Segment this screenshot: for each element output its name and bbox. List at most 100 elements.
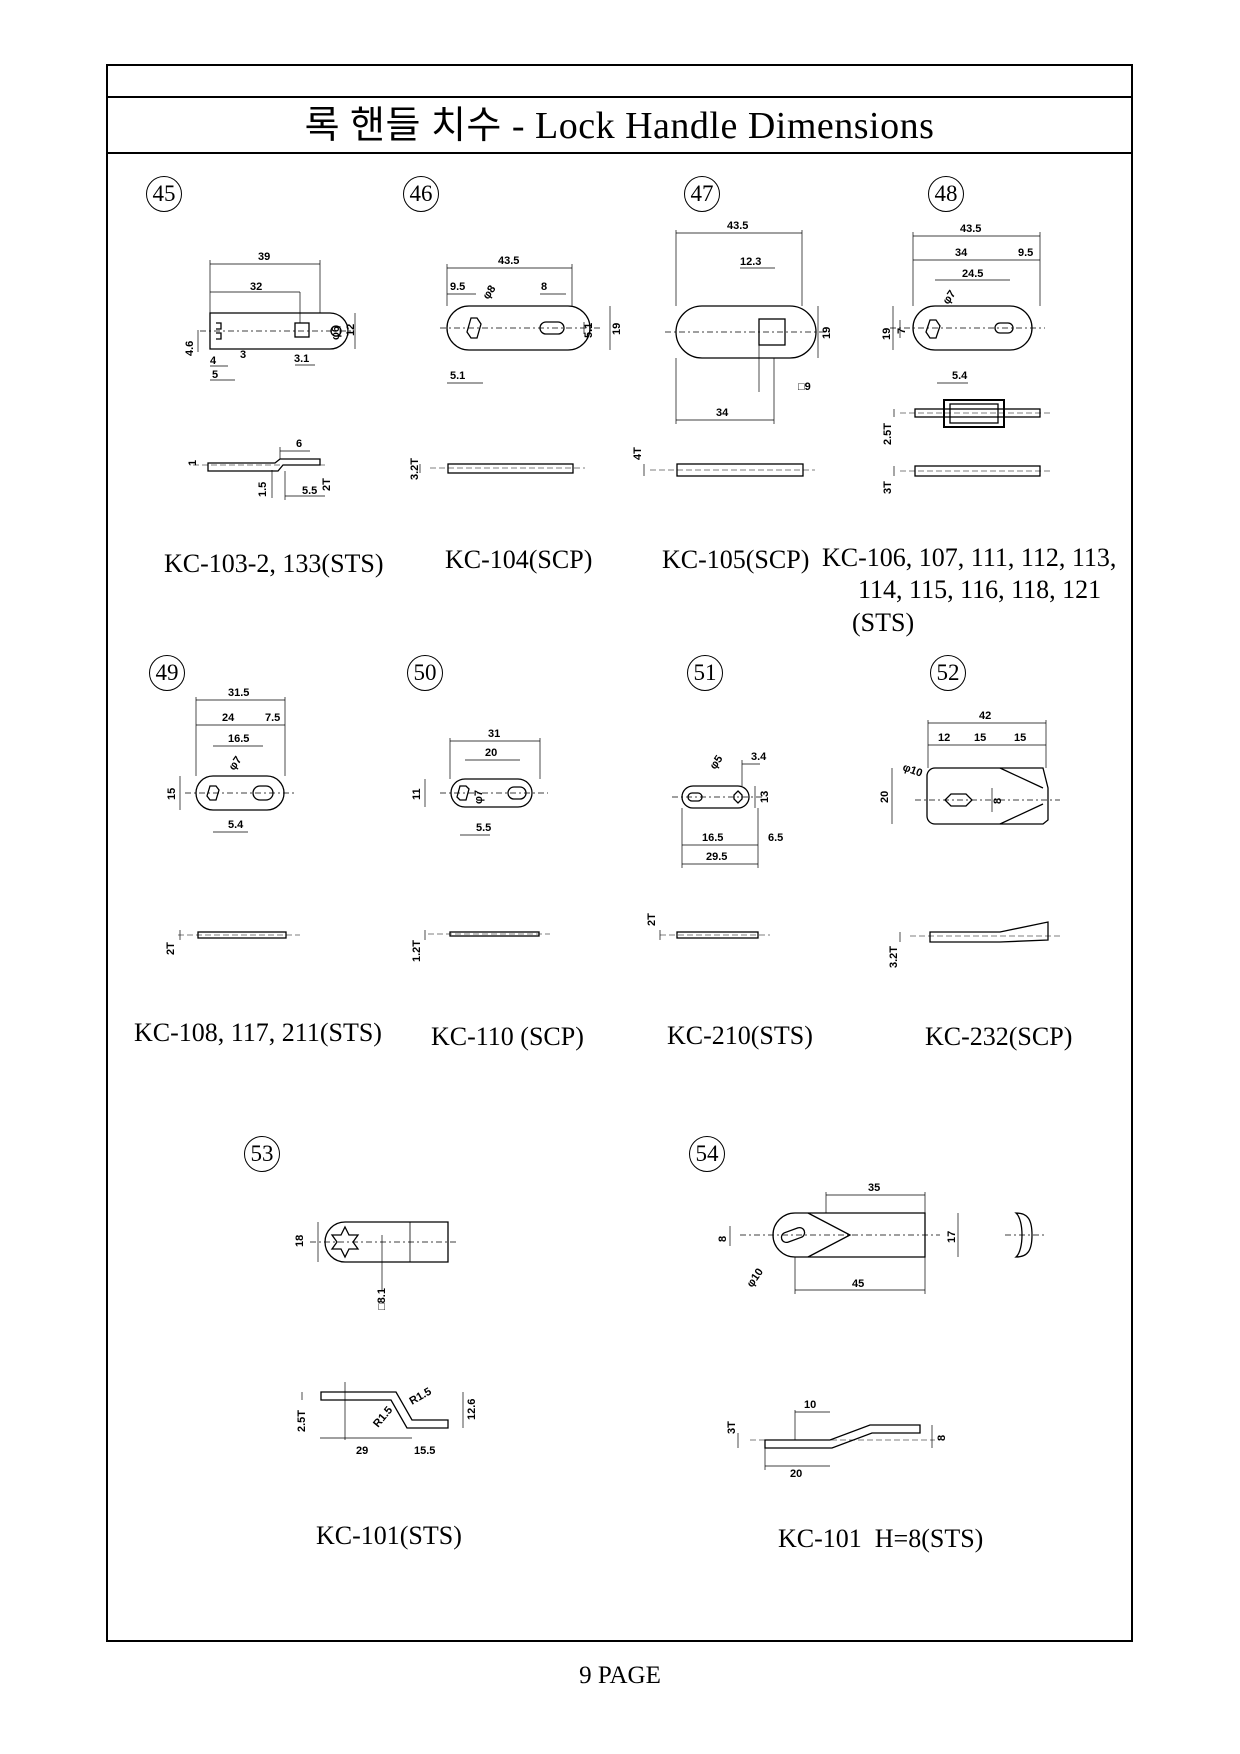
- dim-label: R1.5: [371, 1404, 395, 1430]
- caption-46: KC-104(SCP): [445, 545, 593, 574]
- drawing-47-top: [665, 230, 830, 424]
- dim-label: 8: [992, 798, 1004, 804]
- dim-label: 31: [488, 728, 500, 740]
- dim-label: 2T: [646, 913, 658, 926]
- dim-label: φ10: [901, 762, 924, 780]
- dim-label: 32: [250, 281, 262, 293]
- item-number-45: 45: [146, 176, 182, 212]
- dim-label: 3.4: [751, 751, 767, 763]
- dim-label: 8: [541, 281, 547, 293]
- dim-label: 20: [879, 791, 891, 803]
- page-title: 록 핸들 치수 - Lock Handle Dimensions: [304, 105, 935, 147]
- dim-label: 3.2T: [888, 946, 900, 968]
- dim-label: 11: [411, 788, 423, 800]
- dim-label: 29: [356, 1445, 368, 1457]
- drawing-49-top: [179, 697, 295, 833]
- dimension-labels-50: 31 20 11 φ7 5.5 1.2T: [411, 728, 500, 962]
- dim-label: 10: [804, 1399, 816, 1411]
- dim-label: 24: [222, 712, 235, 724]
- dim-label: φ7: [473, 790, 485, 804]
- drawing-54-end-view: [1005, 1212, 1045, 1258]
- dim-label: 19: [881, 328, 893, 340]
- drawing-48-side-b: [893, 409, 1050, 477]
- dim-label: 6.5: [768, 832, 783, 844]
- caption-50: KC-110 (SCP): [431, 1022, 584, 1051]
- dim-label: 15: [166, 788, 178, 800]
- dim-label: 19: [821, 327, 833, 339]
- dim-label: 3.2T: [409, 458, 421, 480]
- drawing-45-side: [193, 447, 328, 500]
- dim-label: 43.5: [727, 220, 748, 232]
- caption-47: KC-105(SCP): [662, 545, 810, 574]
- dim-label: 7.5: [265, 712, 280, 724]
- drawing-48-top: [890, 232, 1045, 384]
- drawing-52-top: [891, 720, 1060, 825]
- dim-label: 34: [955, 247, 968, 259]
- dim-label: 2T: [321, 478, 333, 491]
- page-footer: 9 PAGE: [579, 1662, 661, 1689]
- dim-label: 8: [717, 1236, 729, 1242]
- dim-label: 12.6: [466, 1399, 478, 1420]
- dimension-labels-54: 35 8 17 φ10 45 3T 10 8 20: [717, 1182, 958, 1480]
- dim-label: 34: [716, 407, 729, 419]
- dim-label: 5.4: [228, 819, 244, 831]
- dim-label: 15.5: [414, 1445, 435, 1457]
- dimension-labels-46: 43.5 9.5 8 φ8 5.1 19 5.1 3.2T: [409, 255, 623, 480]
- dim-label: 5.1: [450, 370, 465, 382]
- dim-label: 5.4: [952, 370, 968, 382]
- caption-51: KC-210(STS): [667, 1021, 813, 1050]
- drawing-52-side: [899, 921, 1060, 943]
- dim-label: 2.5T: [296, 1410, 308, 1432]
- caption-49: KC-108, 117, 211(STS): [134, 1018, 382, 1047]
- caption-45: KC-103-2, 133(STS): [164, 549, 384, 578]
- dim-label: φ5: [708, 753, 726, 771]
- dim-label: 35: [868, 1182, 880, 1194]
- dim-label: 12: [345, 324, 357, 336]
- caption-48-line3: (STS): [852, 608, 915, 637]
- dim-label: 8: [936, 1435, 948, 1441]
- dim-label: 16.5: [702, 832, 723, 844]
- header-rule-bottom: [106, 152, 1133, 154]
- dim-label: 2T: [165, 942, 177, 955]
- dim-label: 3: [240, 349, 246, 361]
- item-number-51: 51: [687, 655, 723, 691]
- drawing-47-side: [643, 463, 815, 477]
- dimension-labels-51: φ5 3.4 13 16.5 6.5 29.5 2T: [646, 751, 783, 926]
- drawing-46-side: [419, 463, 585, 474]
- dim-label: 1.5: [257, 482, 269, 497]
- dimension-labels-49: 31.5 24 7.5 16.5 φ7 15 5.4 2T: [165, 687, 280, 955]
- drawing-50-side: [424, 930, 550, 940]
- header-rule-top: [106, 96, 1133, 98]
- dim-label: 3T: [726, 1421, 738, 1434]
- dimension-labels-45: 39 32 12 φ6 4.6 4 3 3.1 5 6 1 1.5 2T 5.5: [184, 251, 357, 497]
- drawing-49-side: [178, 930, 300, 940]
- drawing-50-top: [424, 738, 548, 836]
- drawing-48-side-a: [900, 399, 1050, 428]
- drawing-54-side: [737, 1410, 935, 1470]
- dim-label: 2.5T: [882, 423, 894, 445]
- dim-label: 17: [946, 1231, 958, 1243]
- dim-label: 39: [258, 251, 270, 263]
- dimension-labels-48: 43.5 34 9.5 24.5 φ7 19 7 5.4 2.5T 3T: [881, 223, 1033, 494]
- drawing-51-side: [659, 930, 770, 940]
- item-number-54: 54: [689, 1136, 725, 1172]
- dim-label: 3.1: [294, 353, 309, 365]
- dim-label: 43.5: [498, 255, 519, 267]
- dim-label: 12: [938, 732, 950, 744]
- dim-label: φ6: [330, 326, 342, 340]
- dim-label: 5: [212, 369, 218, 381]
- dimension-labels-52: 42 12 15 15 φ10 20 8 3.2T: [879, 710, 1026, 968]
- dim-label: 1: [187, 460, 199, 466]
- caption-52: KC-232(SCP): [925, 1022, 1073, 1051]
- dim-label: φ10: [745, 1266, 766, 1289]
- dim-label: 1.2T: [411, 940, 423, 962]
- drawing-46-top: [440, 264, 611, 384]
- dim-label: 15: [974, 732, 986, 744]
- dim-label: 4: [210, 355, 217, 367]
- item-number-50: 50: [407, 655, 443, 691]
- dimension-labels-53: 18 □8.1 2.5T R1.5 R1.5 12.6 29 15.5: [294, 1235, 478, 1457]
- dim-label: 19: [611, 323, 623, 335]
- dim-label: □8.1: [376, 1288, 388, 1310]
- drawing-53-side: [301, 1382, 464, 1440]
